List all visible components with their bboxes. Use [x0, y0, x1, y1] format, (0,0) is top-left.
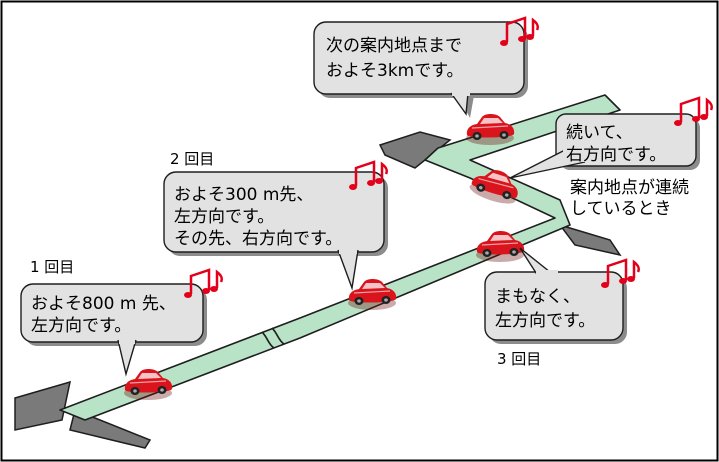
bubble-third-line1: まもなく、 [495, 287, 580, 307]
bubble-second-line3: その先、右方向です。 [174, 229, 342, 249]
bubble-first: およそ800 m 先、 左方向です。 [20, 283, 207, 377]
bubble-third-line2: 左方向です。 [495, 311, 595, 331]
bubble-next-line1: 次の案内地点まで [326, 36, 462, 56]
label-third: 3 回目 [497, 350, 541, 368]
label-first: 1 回目 [30, 258, 74, 276]
label-consecutive-line2: しているとき [570, 199, 672, 219]
bubble-continued: 続いて、 右方向です。 [509, 113, 700, 179]
label-consecutive-line1: 案内地点が連続 [570, 178, 689, 198]
bubble-next: 次の案内地点まで およそ3kmです。 [313, 21, 528, 118]
bubble-second-line2: 左方向です。 [174, 207, 274, 227]
bubble-third: まもなく、 左方向です。 [484, 247, 627, 344]
bubble-first-line2: 左方向です。 [31, 316, 131, 336]
gray-cross-streets [14, 131, 622, 449]
bubble-second-line1: およそ300 m先、 [174, 185, 313, 205]
car-next [465, 113, 515, 146]
road-break-mark [261, 331, 275, 349]
bubble-next-line2: およそ3kmです。 [326, 61, 464, 81]
bubble-continued-line1: 続いて、 [566, 123, 633, 143]
bubble-second: およそ300 m先、 左方向です。 その先、右方向です。 [163, 171, 388, 291]
bubble-continued-line2: 右方向です。 [566, 145, 666, 165]
bubble-first-line1: およそ800 m 先、 [31, 294, 176, 314]
label-second: 2 回目 [170, 150, 214, 168]
